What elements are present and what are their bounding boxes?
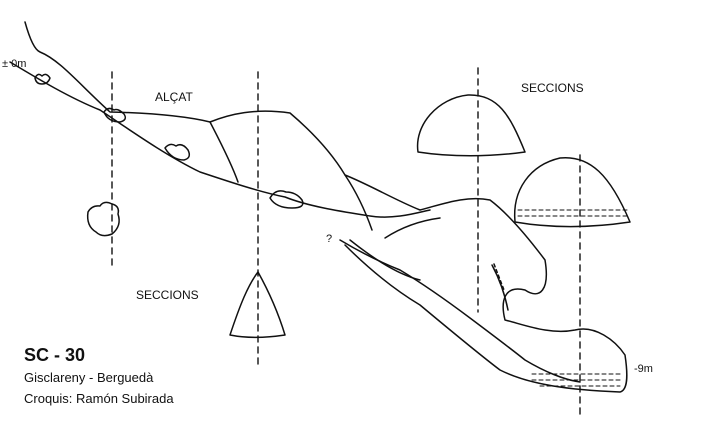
- alcat-label: ALÇAT: [155, 90, 193, 104]
- chamber-line: [491, 264, 509, 311]
- chamber-line: [344, 174, 373, 231]
- chamber-line: [384, 217, 441, 239]
- cross-section-top: [416, 94, 526, 157]
- profile-floor-line: [9, 61, 431, 218]
- rubble-block: [34, 73, 51, 85]
- rubble-block: [86, 201, 120, 237]
- chamber-line: [209, 121, 239, 183]
- profile-ceiling-line: [24, 21, 628, 393]
- cross-section-left: [229, 271, 286, 338]
- unknown-marker: ?: [326, 233, 333, 245]
- passage-marker: [493, 263, 505, 291]
- cross-section-right: [513, 157, 631, 228]
- rubble-block: [103, 107, 127, 123]
- chamber-line: [349, 239, 421, 281]
- rubble-block: [164, 143, 191, 161]
- lower-passage-line: [339, 239, 581, 383]
- cave-author: Croquis: Ramón Subirada: [24, 391, 174, 406]
- cave-code: SC - 30: [24, 345, 86, 365]
- sections-label-top: SECCIONS: [521, 81, 584, 95]
- rubble-block: [269, 190, 304, 209]
- bottom-depth-label: -9m: [634, 363, 653, 375]
- top-depth-label: ± 0m: [2, 58, 27, 70]
- sections-label-left: SECCIONS: [136, 288, 199, 302]
- cave-location: Gisclareny - Berguedà: [24, 370, 154, 385]
